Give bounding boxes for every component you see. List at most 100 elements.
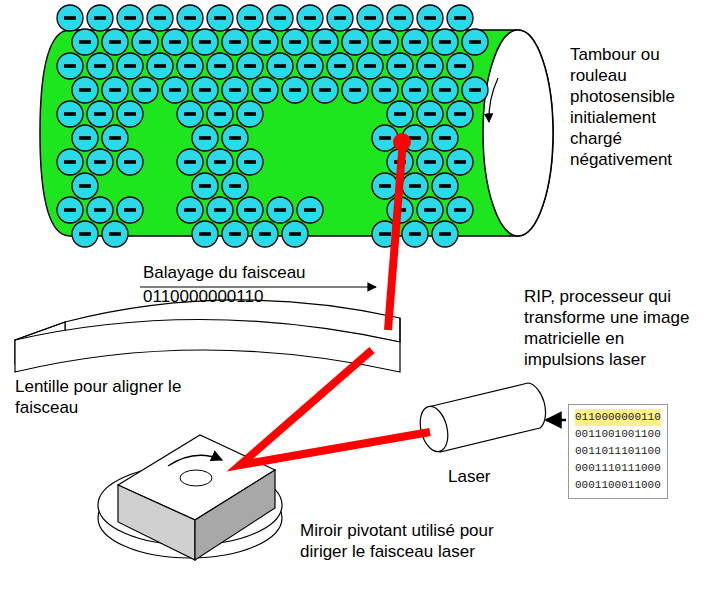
- charge-disc: [447, 197, 473, 223]
- charge: [117, 149, 143, 175]
- charge-disc: [222, 173, 248, 199]
- minus-sign: [409, 232, 421, 236]
- charge: [177, 101, 203, 127]
- scan-label: Balayage du faisceau: [143, 262, 383, 283]
- minus-sign: [274, 64, 286, 68]
- charge-disc: [297, 197, 323, 223]
- charge: [117, 101, 143, 127]
- minus-sign: [319, 40, 331, 44]
- minus-sign: [79, 232, 91, 236]
- charge: [57, 53, 83, 79]
- minus-sign: [469, 40, 481, 44]
- minus-sign: [229, 136, 241, 140]
- charge-disc: [177, 149, 203, 175]
- minus-sign: [259, 40, 271, 44]
- charge: [57, 101, 83, 127]
- charge-disc: [402, 221, 428, 247]
- charge: [297, 53, 323, 79]
- charge-disc: [372, 29, 398, 55]
- charge: [207, 101, 233, 127]
- charge-disc: [312, 77, 338, 103]
- minus-sign: [124, 112, 136, 116]
- charge: [72, 29, 98, 55]
- charge-disc: [267, 5, 293, 31]
- minus-sign: [439, 40, 451, 44]
- charge-disc: [57, 197, 83, 223]
- minus-sign: [259, 88, 271, 92]
- charge: [267, 5, 293, 31]
- charge-disc: [222, 221, 248, 247]
- drum-body: [40, 30, 553, 236]
- minus-sign: [379, 88, 391, 92]
- charge-disc: [417, 5, 443, 31]
- charge: [102, 29, 128, 55]
- charge: [447, 53, 473, 79]
- charge-disc: [462, 29, 488, 55]
- raster-image: 0110000000110001100100110000110111011000…: [568, 404, 668, 499]
- charge-disc: [372, 173, 398, 199]
- charge-disc: [87, 101, 113, 127]
- negative-charges: [57, 5, 488, 247]
- charge-disc: [462, 77, 488, 103]
- charge: [237, 149, 263, 175]
- minus-sign: [394, 64, 406, 68]
- charge-disc: [102, 77, 128, 103]
- minus-sign: [274, 208, 286, 212]
- charge-disc: [72, 221, 98, 247]
- minus-sign: [214, 16, 226, 20]
- minus-sign: [109, 40, 121, 44]
- charge-disc: [432, 173, 458, 199]
- charge: [417, 101, 443, 127]
- charge-disc: [417, 197, 443, 223]
- minus-sign: [94, 64, 106, 68]
- charge: [192, 77, 218, 103]
- charge: [342, 77, 368, 103]
- minus-sign: [349, 88, 361, 92]
- charge-disc: [207, 5, 233, 31]
- charge: [87, 197, 113, 223]
- minus-sign: [184, 208, 196, 212]
- charge-disc: [327, 53, 353, 79]
- minus-sign: [184, 64, 196, 68]
- charge-disc: [207, 53, 233, 79]
- charge: [207, 149, 233, 175]
- charge-disc: [222, 125, 248, 151]
- charge: [222, 77, 248, 103]
- minus-sign: [424, 112, 436, 116]
- minus-sign: [379, 184, 391, 188]
- charge: [102, 221, 128, 247]
- minus-sign: [394, 112, 406, 116]
- charge: [162, 77, 188, 103]
- charge-disc: [207, 101, 233, 127]
- charge-disc: [117, 101, 143, 127]
- minus-sign: [94, 208, 106, 212]
- minus-sign: [94, 160, 106, 164]
- charge: [87, 101, 113, 127]
- minus-sign: [214, 64, 226, 68]
- charge-disc: [357, 5, 383, 31]
- drum-end: [483, 30, 553, 236]
- rotation-arrow: [489, 78, 498, 122]
- minus-sign: [439, 136, 451, 140]
- charge-disc: [102, 221, 128, 247]
- charge: [417, 197, 443, 223]
- minus-sign: [424, 208, 436, 212]
- minus-sign: [454, 112, 466, 116]
- charge-disc: [207, 149, 233, 175]
- charge: [432, 221, 458, 247]
- minus-sign: [79, 184, 91, 188]
- charge-disc: [102, 29, 128, 55]
- charge-disc: [417, 53, 443, 79]
- charge: [387, 101, 413, 127]
- minus-sign: [94, 16, 106, 20]
- charge: [267, 53, 293, 79]
- charge-disc: [237, 197, 263, 223]
- minus-sign: [439, 232, 451, 236]
- charge-disc: [87, 5, 113, 31]
- laser-node: Laser: [420, 378, 544, 496]
- laser-beam: [240, 350, 430, 465]
- charge-disc: [432, 77, 458, 103]
- minus-sign: [379, 136, 391, 140]
- charge: [327, 53, 353, 79]
- minus-sign: [454, 160, 466, 164]
